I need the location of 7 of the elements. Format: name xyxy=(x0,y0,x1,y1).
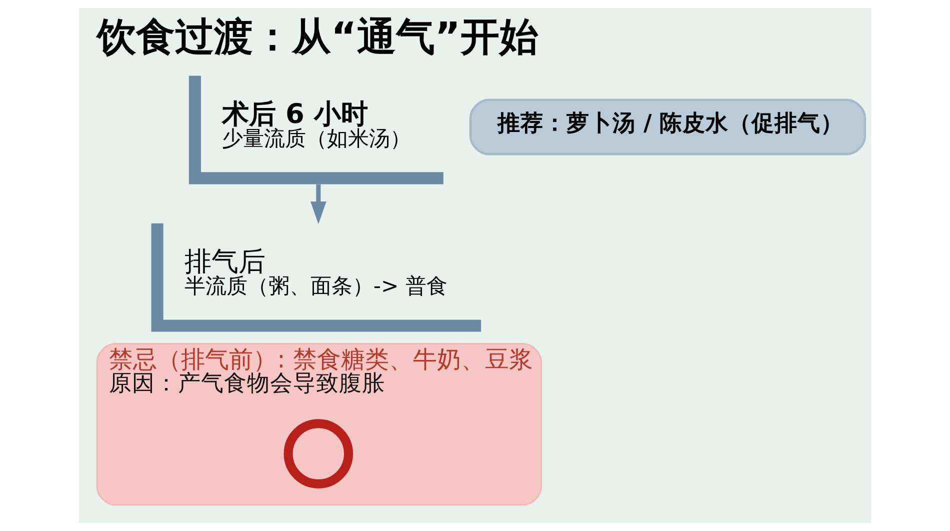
diagram-title: 饮食过渡：从“通气”开始 xyxy=(97,14,539,60)
node-text: 术后 6 小时 少量流质（如米汤） xyxy=(222,99,412,150)
node-text: 排气后 半流质（粥、面条）-> 普食 xyxy=(184,246,448,298)
node-circle xyxy=(284,419,354,488)
cluster: 禁忌（排气前）: 禁食糖类、牛奶、豆浆 原因：产气食物会导致腹胀 xyxy=(96,343,542,506)
node-box: 推荐：萝卜汤 / 陈皮水（促排气） xyxy=(469,98,866,156)
arrow xyxy=(310,184,326,224)
